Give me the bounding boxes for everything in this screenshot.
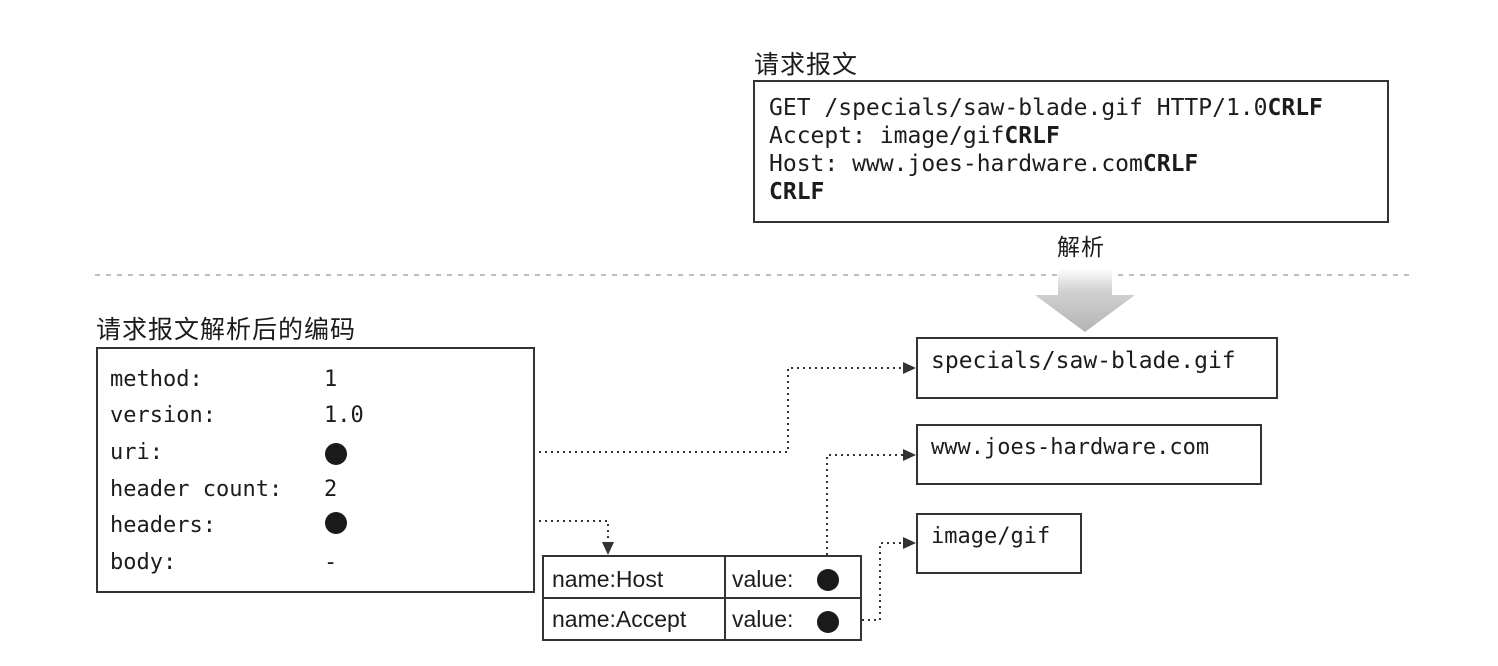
field-method-value: 1 bbox=[324, 367, 338, 392]
accept-arrowhead bbox=[903, 537, 916, 549]
field-header-count-value: 2 bbox=[324, 477, 338, 502]
host-string-box: www.joes-hardware.com bbox=[916, 424, 1262, 485]
request-line-4: CRLF bbox=[769, 179, 825, 205]
request-message-box: GET /specials/saw-blade.gif HTTP/1.0CRLF… bbox=[753, 80, 1389, 223]
accept-string: image/gif bbox=[931, 524, 1051, 549]
request-line-2: Accept: image/gifCRLF bbox=[769, 123, 1060, 149]
parsed-title: 请求报文解析后的编码 bbox=[96, 315, 357, 344]
uri-string-box: specials/saw-blade.gif bbox=[916, 337, 1278, 399]
field-uri-label: uri: bbox=[110, 440, 163, 465]
headers-pointer-dot bbox=[325, 512, 347, 534]
field-version-value: 1.0 bbox=[324, 403, 364, 428]
table-row-divider bbox=[544, 597, 860, 599]
host-string: www.joes-hardware.com bbox=[931, 435, 1210, 460]
request-line-1: GET /specials/saw-blade.gif HTTP/1.0CRLF bbox=[769, 95, 1323, 121]
parse-arrow bbox=[1035, 268, 1135, 332]
header-row-2-name: name:Accept bbox=[552, 606, 687, 632]
field-version-label: version: bbox=[110, 403, 216, 428]
uri-string: specials/saw-blade.gif bbox=[931, 348, 1236, 374]
field-method-label: method: bbox=[110, 367, 203, 392]
field-header-count-label: header count: bbox=[110, 477, 283, 502]
parse-label: 解析 bbox=[1057, 235, 1105, 261]
accept-value-dot bbox=[817, 611, 839, 633]
field-body-label: body: bbox=[110, 550, 177, 575]
header-row-1-name: name:Host bbox=[552, 566, 664, 592]
request-line-3: Host: www.joes-hardware.comCRLF bbox=[769, 151, 1199, 177]
host-connector bbox=[826, 454, 905, 567]
field-headers-label: headers: bbox=[110, 513, 216, 538]
parsed-struct-box: method: 1 version: 1.0 uri: header count… bbox=[96, 347, 535, 593]
headers-table: name:Host value: name:Accept value: bbox=[542, 555, 862, 641]
header-row-2-value-label: value: bbox=[732, 606, 794, 632]
headers-arrowhead bbox=[602, 542, 614, 555]
uri-pointer-dot bbox=[325, 443, 347, 465]
uri-arrowhead bbox=[903, 362, 916, 374]
header-row-1-value-label: value: bbox=[732, 566, 794, 592]
host-value-dot bbox=[817, 569, 839, 591]
host-arrowhead bbox=[903, 449, 916, 461]
request-message-title: 请求报文 bbox=[754, 50, 859, 79]
field-body-value: - bbox=[324, 550, 338, 575]
accept-string-box: image/gif bbox=[916, 513, 1082, 574]
uri-connector bbox=[347, 367, 905, 453]
